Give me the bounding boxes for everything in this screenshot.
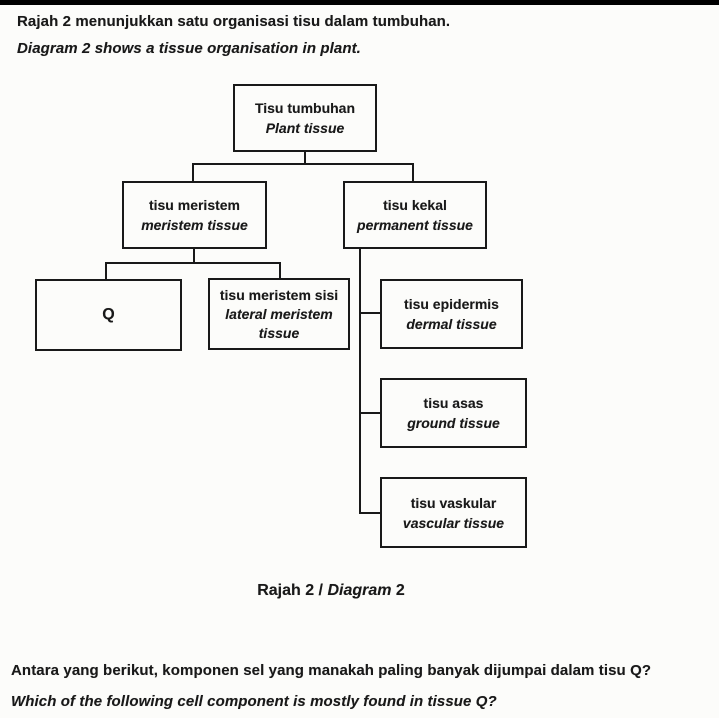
caption-suffix: 2: [391, 582, 405, 599]
node-label-malay: tisu kekal: [383, 197, 447, 213]
intro-text-malay: Rajah 2 menunjukkan satu organisasi tisu…: [17, 13, 451, 30]
connector-root-stem: [304, 152, 306, 165]
caption-italic: Diagram: [327, 582, 392, 599]
question-text-english: Which of the following cell component is…: [11, 693, 497, 710]
node-label-english: permanent tissue: [357, 217, 473, 233]
question-text-malay: Antara yang berikut, komponen sel yang m…: [11, 662, 652, 679]
connector-to-lateral: [279, 262, 281, 278]
intro-text-english: Diagram 2 shows a tissue organisation in…: [17, 40, 361, 57]
node-q: Q: [35, 279, 182, 351]
node-label-english: Plant tissue: [265, 120, 345, 136]
node-label-malay: tisu asas: [423, 395, 484, 411]
node-label-english: vascular tissue: [402, 514, 505, 531]
connector-meristem-stem: [193, 249, 195, 264]
node-permanent-tissue: tisu kekal permanent tissue: [343, 181, 487, 249]
connector-permanent-spine: [359, 249, 361, 514]
connector-to-q: [105, 262, 107, 279]
node-label-malay: tisu epidermis: [404, 296, 499, 312]
connector-to-permanent: [412, 163, 414, 182]
connector-level3-horizontal: [105, 262, 281, 264]
node-label-malay: tisu meristem: [148, 197, 241, 213]
node-label-malay: tisu meristem sisi: [219, 286, 339, 303]
diagram-caption: Rajah 2 / Diagram 2: [226, 582, 436, 600]
connector-to-dermal: [359, 312, 380, 314]
node-dermal-tissue: tisu epidermis dermal tissue: [380, 279, 523, 349]
node-meristem-tissue: tisu meristem meristem tissue: [122, 181, 267, 249]
node-lateral-meristem-tissue: tisu meristem sisi lateral meristem tiss…: [208, 278, 350, 350]
node-label-malay: tisu vaskular: [410, 494, 497, 511]
node-label-malay: Tisu tumbuhan: [254, 100, 356, 116]
caption-prefix: Rajah 2 /: [257, 582, 328, 599]
node-label-english: meristem tissue: [141, 217, 248, 233]
node-ground-tissue: tisu asas ground tissue: [380, 378, 527, 448]
node-label-english: lateral meristem tissue: [225, 305, 333, 341]
node-q-label: Q: [102, 306, 115, 323]
connector-to-ground: [359, 412, 380, 414]
node-label-english: dermal tissue: [406, 316, 497, 332]
node-plant-tissue: Tisu tumbuhan Plant tissue: [233, 84, 377, 152]
connector-level2-horizontal: [192, 163, 414, 165]
connector-to-vascular: [359, 512, 380, 514]
node-label-english: ground tissue: [407, 415, 500, 431]
node-vascular-tissue: tisu vaskular vascular tissue: [380, 477, 527, 548]
scan-artifact-topbar: [0, 0, 719, 5]
connector-to-meristem: [192, 163, 194, 182]
